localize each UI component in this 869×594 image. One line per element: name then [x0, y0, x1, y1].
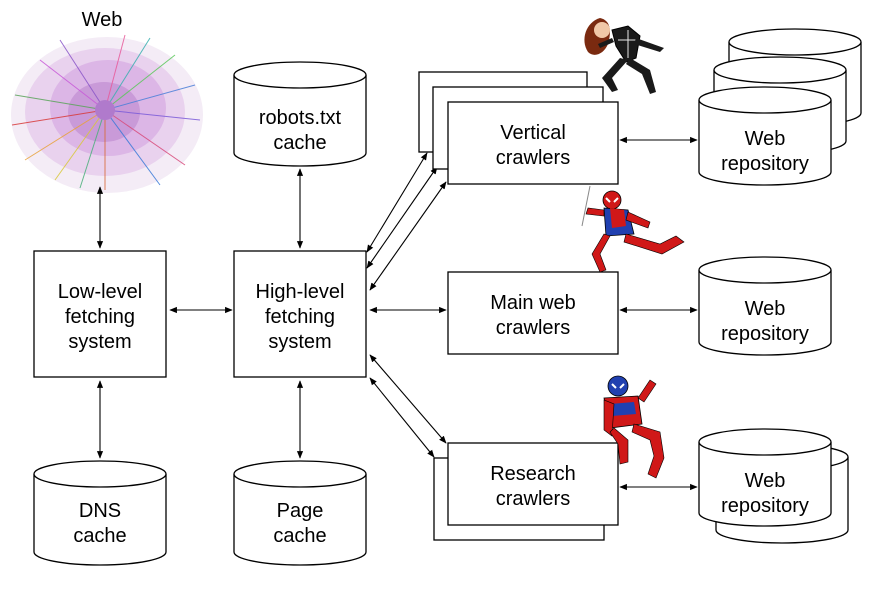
robots-cache-cylinder: robots.txt cache: [233, 61, 367, 167]
dns-cache-cylinder: DNS cache: [33, 460, 167, 566]
dns-cache-line1: DNS: [79, 500, 121, 522]
repo-vertical-line2: repository: [721, 153, 809, 175]
web-repository-vertical-stack: Web repository: [698, 28, 862, 186]
spider-woman-figure: [584, 18, 664, 94]
main-line1: Main web: [490, 292, 576, 314]
low-level-line1: Low-level: [58, 281, 142, 303]
page-cache-line1: Page: [277, 500, 324, 522]
repo-main-line1: Web: [745, 298, 786, 320]
spider-man-figure: [581, 185, 685, 273]
vertical-line2: crawlers: [496, 147, 570, 169]
low-level-line2: fetching: [65, 306, 135, 328]
high-level-line2: fetching: [265, 306, 335, 328]
dns-cache-line2: cache: [73, 525, 126, 547]
high-level-line3: system: [268, 331, 331, 353]
repo-main-line2: repository: [721, 323, 809, 345]
repo-research-line1: Web: [745, 470, 786, 492]
scarlet-spider-figure: [603, 375, 665, 479]
research-line1: Research: [490, 463, 576, 485]
vertical-crawlers-stack: Vertical crawlers: [418, 71, 619, 185]
web-graph-image: [11, 34, 203, 193]
main-line2: crawlers: [496, 317, 570, 339]
web-repository-main: Web repository: [698, 256, 832, 356]
robots-cache-line2: cache: [273, 132, 326, 154]
web-repository-research-stack: Web repository: [698, 428, 849, 544]
repo-research-line2: repository: [721, 495, 809, 517]
repo-vertical-line1: Web: [745, 128, 786, 150]
research-crawlers-stack: Research crawlers: [433, 442, 619, 541]
high-level-line1: High-level: [256, 281, 345, 303]
main-web-crawlers-box: Main web crawlers: [447, 271, 619, 355]
research-line2: crawlers: [496, 488, 570, 510]
vertical-line1: Vertical: [500, 122, 566, 144]
page-cache-line2: cache: [273, 525, 326, 547]
low-level-line3: system: [68, 331, 131, 353]
low-level-fetching-box: Low-level fetching system: [33, 250, 167, 378]
robots-cache-line1: robots.txt: [259, 107, 342, 129]
connection-arrows: [96, 136, 698, 491]
high-level-fetching-box: High-level fetching system: [233, 250, 367, 378]
page-cache-cylinder: Page cache: [233, 460, 367, 566]
web-label: Web: [82, 9, 123, 31]
